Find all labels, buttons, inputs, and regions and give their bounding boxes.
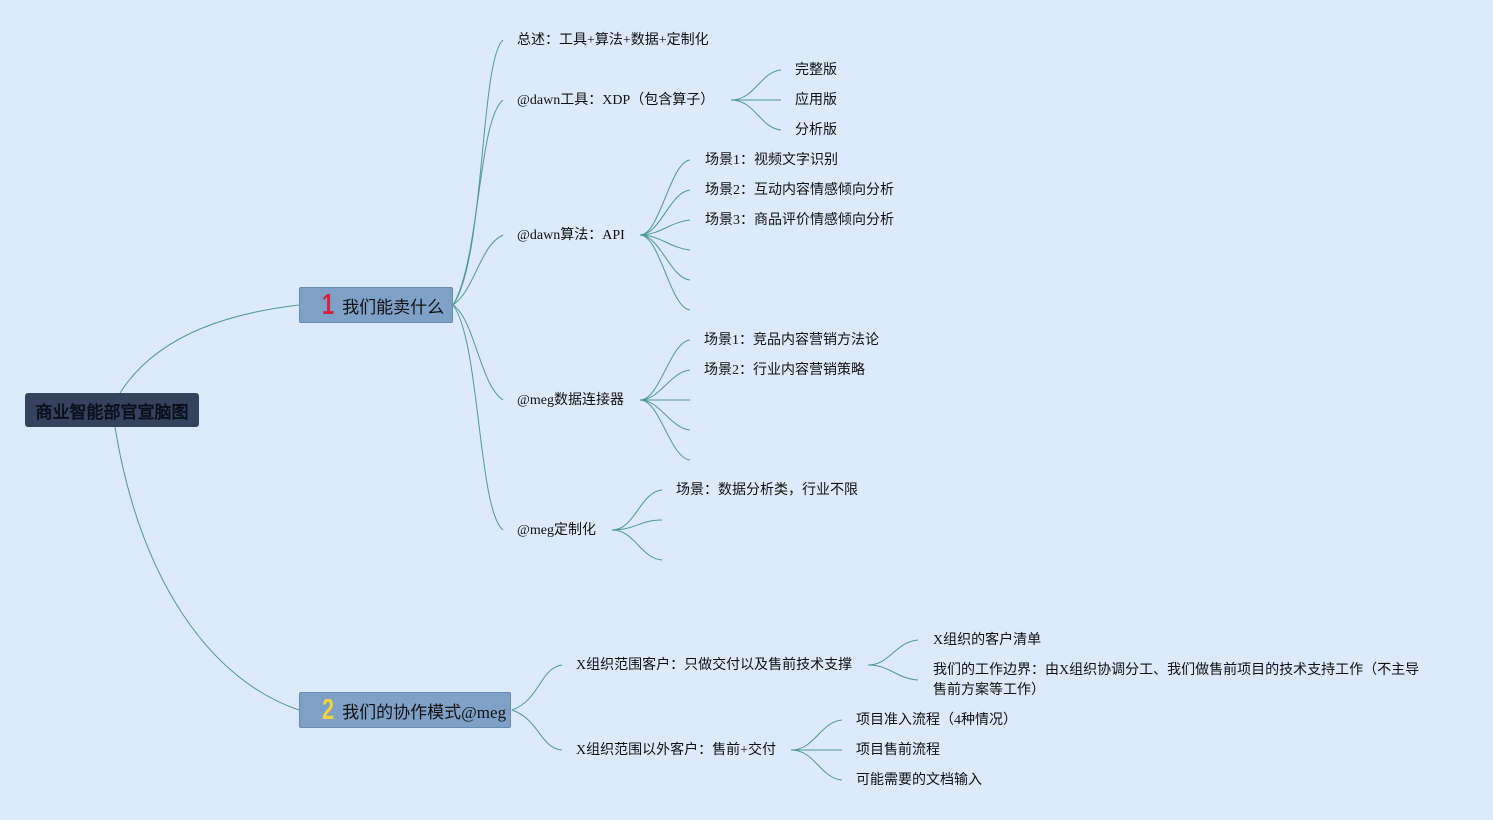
link-b1-algo — [452, 234, 504, 306]
link-algo-c2 — [639, 189, 691, 236]
leaf-algo-scene1[interactable]: 场景1：视频文字识别 — [705, 153, 838, 168]
link-b2-inside — [511, 664, 563, 711]
subtopic-meg-custom[interactable]: @meg定制化 — [517, 523, 596, 538]
link-b1-overview — [452, 39, 504, 306]
link-algo-e2 — [639, 234, 691, 281]
leaf-inside-list[interactable]: X组织的客户清单 — [933, 633, 1042, 648]
subtopic-outside-customers[interactable]: X组织范围以外客户：售前+交付 — [576, 743, 777, 758]
link-outside-c1 — [790, 719, 843, 751]
leaf-algo-scene3[interactable]: 场景3：商品评价情感倾向分析 — [705, 213, 894, 228]
branch-topic-what-we-sell[interactable]: 1 我们能卖什么 — [299, 287, 453, 323]
leaf-tool-analysis[interactable]: 分析版 — [795, 123, 837, 138]
link-algo-e3 — [639, 234, 691, 311]
link-b1-custom — [452, 304, 504, 531]
branch-topic-collaboration[interactable]: 2 我们的协作模式@meg — [299, 692, 511, 728]
link-tool-c1 — [730, 69, 782, 101]
branch-label: 我们的协作模式@meg — [342, 702, 507, 722]
leaf-data-scene2[interactable]: 场景2：行业内容营销策略 — [704, 363, 865, 378]
leaf-algo-scene2[interactable]: 场景2：互动内容情感倾向分析 — [705, 183, 894, 198]
branch-label: 我们能卖什么 — [342, 297, 445, 317]
leaf-tool-full[interactable]: 完整版 — [795, 63, 837, 78]
leaf-custom-scene[interactable]: 场景：数据分析类，行业不限 — [676, 483, 858, 498]
subtopic-dawn-algo[interactable]: @dawn算法：API — [517, 228, 625, 243]
link-algo-c1 — [639, 159, 691, 236]
leaf-outside-admission[interactable]: 项目准入流程（4种情况） — [856, 713, 1017, 728]
leaf-outside-docs[interactable]: 可能需要的文档输入 — [856, 773, 982, 788]
link-root-branch1 — [119, 304, 300, 394]
subtopic-inside-customers[interactable]: X组织范围客户：只做交付以及售前技术支撑 — [576, 658, 853, 673]
link-data-c1 — [639, 339, 691, 401]
subtopic-meg-data[interactable]: @meg数据连接器 — [517, 393, 624, 408]
number-1-icon: 1 — [322, 288, 335, 321]
link-b2-outside — [511, 709, 563, 751]
subtopic-overview[interactable]: 总述：工具+算法+数据+定制化 — [517, 33, 709, 48]
link-data-e3 — [639, 399, 691, 461]
leaf-data-scene1[interactable]: 场景1：竞品内容营销方法论 — [704, 333, 879, 348]
link-tool-c3 — [730, 99, 782, 131]
link-outside-c3 — [790, 749, 843, 781]
link-algo-c3 — [639, 219, 691, 236]
leaf-inside-boundary[interactable]: 我们的工作边界：由X组织协调分工、我们做售前项目的技术支持工作（不主导售前方案等… — [933, 663, 1420, 698]
number-2-icon: 2 — [322, 693, 335, 726]
link-b1-tool — [452, 99, 504, 306]
link-custom-e2 — [611, 529, 663, 561]
leaf-tool-app[interactable]: 应用版 — [795, 93, 837, 108]
link-inside-c2 — [867, 664, 919, 681]
link-custom-c1 — [611, 489, 663, 531]
root-topic[interactable]: 商业智能部官宣脑图 — [25, 393, 199, 427]
link-custom-e1 — [611, 519, 663, 531]
link-inside-c1 — [867, 639, 919, 666]
leaf-outside-presale[interactable]: 项目售前流程 — [856, 743, 940, 758]
link-data-e2 — [639, 399, 691, 431]
subtopic-dawn-tool[interactable]: @dawn工具：XDP（包含算子） — [517, 93, 715, 108]
link-b1-data — [452, 304, 504, 401]
link-root-branch2 — [114, 426, 300, 711]
link-data-c2 — [639, 369, 691, 401]
